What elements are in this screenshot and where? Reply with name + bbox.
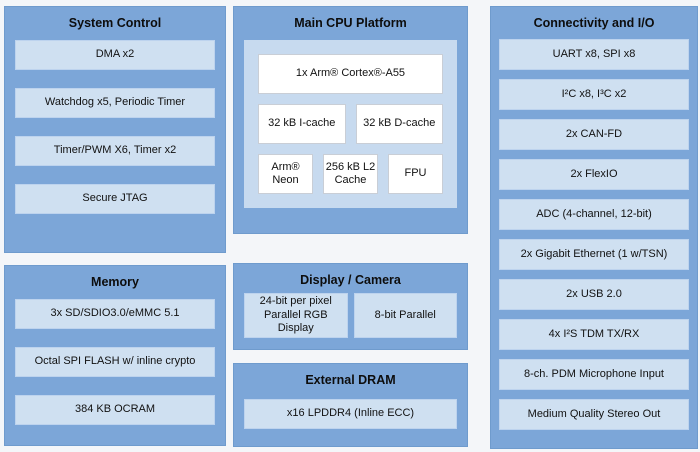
cpu-dcache-box: 32 kB D-cache bbox=[355, 104, 443, 144]
connectivity-item: 2x FlexIO bbox=[499, 159, 689, 190]
cpu-l2cache-box: 256 kB L2 Cache bbox=[323, 154, 378, 194]
memory-item: Octal SPI FLASH w/ inline crypto bbox=[15, 347, 215, 377]
external-dram-item: x16 LPDDR4 (Inline ECC) bbox=[244, 399, 457, 429]
connectivity-item: 2x Gigabit Ethernet (1 w/TSN) bbox=[499, 239, 689, 270]
external-dram-items: x16 LPDDR4 (Inline ECC) bbox=[234, 391, 467, 429]
system-control-item: Secure JTAG bbox=[15, 184, 215, 214]
system-control-title: System Control bbox=[68, 16, 162, 30]
connectivity-item: ADC (4-channel, 12-bit) bbox=[499, 199, 689, 230]
system-control-item: Watchdog x5, Periodic Timer bbox=[15, 88, 215, 118]
memory-item: 3x SD/SDIO3.0/eMMC 5.1 bbox=[15, 299, 215, 329]
memory-items: 3x SD/SDIO3.0/eMMC 5.1 Octal SPI FLASH w… bbox=[5, 293, 225, 425]
system-control-items: DMA x2 Watchdog x5, Periodic Timer Timer… bbox=[5, 34, 225, 214]
connectivity-item: UART x8, SPI x8 bbox=[499, 39, 689, 70]
system-control-item: DMA x2 bbox=[15, 40, 215, 70]
display-camera-item: 8-bit Parallel bbox=[353, 293, 457, 338]
panel-external-dram: External DRAM x16 LPDDR4 (Inline ECC) bbox=[233, 363, 468, 447]
connectivity-item: Medium Quality Stereo Out bbox=[499, 399, 689, 430]
connectivity-item: 2x USB 2.0 bbox=[499, 279, 689, 310]
memory-item: 384 KB OCRAM bbox=[15, 395, 215, 425]
left-column: System Control DMA x2 Watchdog x5, Perio… bbox=[4, 6, 226, 446]
panel-display-camera: Display / Camera 24-bit per pixel Parall… bbox=[233, 263, 468, 350]
display-camera-item: 24-bit per pixel Parallel RGB Display bbox=[244, 293, 348, 338]
panel-system-control: System Control DMA x2 Watchdog x5, Perio… bbox=[4, 6, 226, 253]
connectivity-io-items: UART x8, SPI x8 I²C x8, I³C x2 2x CAN-FD… bbox=[491, 34, 697, 430]
cpu-inner-container: 1x Arm® Cortex®-A55 32 kB I-cache 32 kB … bbox=[244, 40, 457, 208]
memory-title: Memory bbox=[91, 275, 139, 289]
right-column: Connectivity and I/O UART x8, SPI x8 I²C… bbox=[490, 6, 698, 449]
connectivity-item: I²C x8, I³C x2 bbox=[499, 79, 689, 110]
cpu-cache-row: 32 kB I-cache 32 kB D-cache bbox=[258, 104, 443, 144]
connectivity-item: 4x I²S TDM TX/RX bbox=[499, 319, 689, 350]
middle-column: Main CPU Platform 1x Arm® Cortex®-A55 32… bbox=[233, 6, 468, 447]
cpu-neon-box: Arm® Neon bbox=[258, 154, 313, 194]
cpu-fpu-box: FPU bbox=[388, 154, 443, 194]
cpu-units-row: Arm® Neon 256 kB L2 Cache FPU bbox=[258, 154, 443, 194]
panel-memory: Memory 3x SD/SDIO3.0/eMMC 5.1 Octal SPI … bbox=[4, 265, 226, 446]
external-dram-title: External DRAM bbox=[305, 373, 396, 387]
system-control-item: Timer/PWM X6, Timer x2 bbox=[15, 136, 215, 166]
connectivity-item: 2x CAN-FD bbox=[499, 119, 689, 150]
connectivity-item: 8-ch. PDM Microphone Input bbox=[499, 359, 689, 390]
panel-connectivity-io: Connectivity and I/O UART x8, SPI x8 I²C… bbox=[490, 6, 698, 449]
display-camera-items: 24-bit per pixel Parallel RGB Display 8-… bbox=[234, 291, 467, 338]
cpu-core-box: 1x Arm® Cortex®-A55 bbox=[258, 54, 443, 94]
panel-main-cpu-platform: Main CPU Platform 1x Arm® Cortex®-A55 32… bbox=[233, 6, 468, 234]
display-camera-title: Display / Camera bbox=[300, 273, 401, 287]
cpu-icache-box: 32 kB I-cache bbox=[258, 104, 346, 144]
main-cpu-platform-title: Main CPU Platform bbox=[294, 16, 407, 30]
connectivity-io-title: Connectivity and I/O bbox=[533, 16, 655, 30]
